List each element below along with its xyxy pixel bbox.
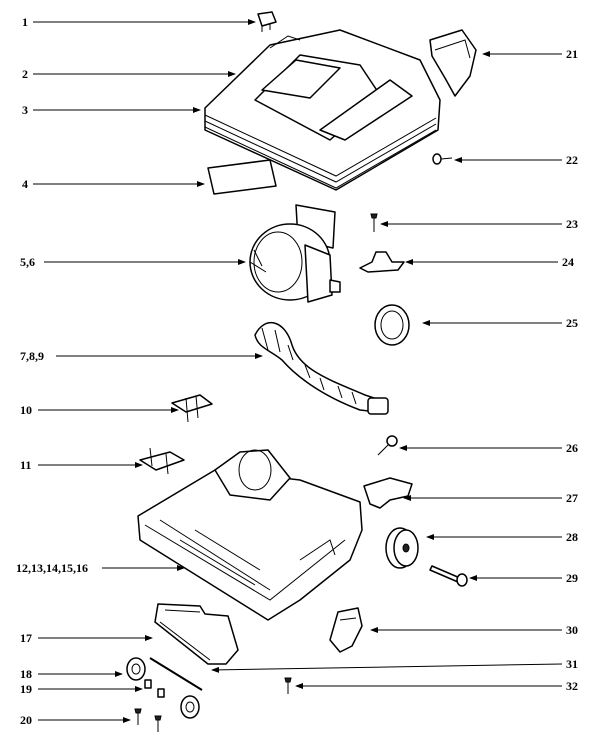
part-5-6-motor <box>249 204 341 303</box>
part-31-axle <box>149 657 203 691</box>
part-23-screw <box>370 213 378 232</box>
callout-label-18: 18 <box>20 667 32 681</box>
callout-label-29: 29 <box>566 571 578 585</box>
part-10-bracket <box>171 394 213 423</box>
part-7-8-9-brush-roll <box>254 321 389 415</box>
callout-label-12-16: 12,13,14,15,16 <box>16 561 88 575</box>
part-11-clip <box>139 447 185 475</box>
callout-label-24: 24 <box>562 255 574 269</box>
callout-label-31: 31 <box>566 657 578 671</box>
callout-label-30: 30 <box>566 623 578 637</box>
callout-label-32: 32 <box>566 679 578 693</box>
callout-label-2: 2 <box>22 67 28 81</box>
part-17-guard <box>154 603 239 665</box>
callout-label-21: 21 <box>566 47 578 61</box>
part-30-pedal <box>329 607 363 653</box>
callout-label-27: 27 <box>566 491 578 505</box>
callout-label-19: 19 <box>20 682 32 696</box>
part-21-release <box>429 29 477 97</box>
leader-lines <box>33 19 563 723</box>
part-26-screw <box>377 435 398 456</box>
callout-label-23: 23 <box>566 217 578 231</box>
callout-label-28: 28 <box>566 530 578 544</box>
part-29-axle <box>429 565 468 587</box>
callout-labels: 1 2 3 4 5,6 7,8,9 10 11 12,13,14,15,16 1… <box>16 15 578 727</box>
callout-label-26: 26 <box>566 441 578 455</box>
part-25-belt <box>374 304 410 346</box>
callout-label-5-6: 5,6 <box>20 255 35 269</box>
part-28-wheel <box>385 527 419 569</box>
part-24-clamp <box>359 251 405 273</box>
callout-label-10: 10 <box>20 403 32 417</box>
part-18-wheel <box>126 657 146 681</box>
callout-label-11: 11 <box>20 458 31 472</box>
part-1-clip <box>257 11 277 32</box>
callout-label-7-8-9: 7,8,9 <box>20 349 44 363</box>
part-27-latch <box>363 477 413 509</box>
leader-31 <box>211 663 563 673</box>
callout-label-3: 3 <box>22 103 28 117</box>
callout-label-4: 4 <box>22 177 28 191</box>
part-2-3-hood-cover <box>204 29 441 191</box>
part-wheel-small <box>180 695 200 719</box>
part-22-screw <box>432 153 453 165</box>
callout-label-22: 22 <box>566 153 578 167</box>
part-12-16-base <box>137 449 363 621</box>
callout-label-20: 20 <box>20 713 32 727</box>
part-4-plate <box>207 159 277 195</box>
part-20-screw <box>134 708 162 732</box>
callout-label-17: 17 <box>20 631 32 645</box>
part-32-screw <box>284 677 292 694</box>
part-19-bushing <box>144 679 165 698</box>
callout-label-25: 25 <box>566 316 578 330</box>
callout-label-1: 1 <box>22 15 28 29</box>
